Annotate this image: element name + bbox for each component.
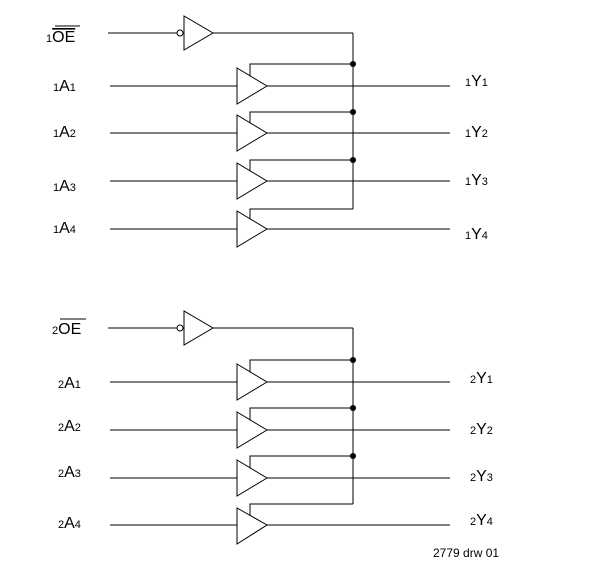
enable-tap-4 — [249, 208, 353, 220]
junction-dot — [350, 109, 356, 115]
input-label-2a1: 2A1 — [58, 375, 81, 392]
input-label-1a2: 1A2 — [53, 124, 76, 141]
input-label-1a1: 1A1 — [53, 78, 76, 95]
output-label-1y2: 1Y2 — [465, 124, 488, 141]
junction-dot — [350, 61, 356, 67]
oe1-buffer — [183, 15, 214, 51]
drawing-id-label: 2779 drw 01 — [433, 546, 499, 560]
input-label-2a3: 2A3 — [58, 464, 81, 481]
junction-dot — [350, 405, 356, 411]
tristate-buffer — [236, 162, 268, 200]
junction-dot — [350, 357, 356, 363]
input-label-1a4: 1A4 — [53, 220, 76, 237]
tristate-buffer — [236, 411, 268, 449]
group-2: 2OE 2A1 2A2 2A3 2A4 2Y1 2Y2 2Y3 2Y4 — [52, 310, 493, 545]
oe1-label: 1OE — [46, 29, 75, 46]
enable-tap-3 — [249, 159, 353, 172]
junction-dot — [350, 157, 356, 163]
input-label-1a3: 1A3 — [53, 178, 76, 195]
tristate-buffer — [236, 363, 268, 401]
output-label-2y4: 2Y4 — [470, 512, 493, 529]
enable-tap-2 — [249, 407, 353, 420]
oe2-label: 2OE — [52, 321, 81, 338]
input-label-2a4: 2A4 — [58, 515, 81, 532]
enable-tap-1 — [249, 63, 353, 76]
output-label-1y1: 1Y1 — [465, 73, 488, 90]
enable-tap-2 — [249, 111, 353, 124]
output-label-2y3: 2Y3 — [470, 468, 493, 485]
tristate-buffer — [236, 67, 268, 105]
tristate-buffer — [236, 114, 268, 152]
input-label-2a2: 2A2 — [58, 418, 81, 435]
enable-tap-3 — [249, 455, 353, 468]
junction-dot — [350, 453, 356, 459]
oe2-inverter-bubble — [176, 324, 184, 332]
group-1: 1OE 1A1 1A2 1A3 1A4 1Y1 1Y2 1Y3 1Y4 — [46, 15, 488, 248]
oe2-buffer — [183, 310, 214, 346]
output-label-2y2: 2Y2 — [470, 421, 493, 438]
enable-tap-1 — [249, 359, 353, 372]
tristate-buffer — [236, 459, 268, 497]
tristate-buffer — [236, 210, 268, 248]
output-label-2y1: 2Y1 — [470, 370, 493, 387]
oe1-inverter-bubble — [176, 29, 184, 37]
enable-tap-4 — [249, 503, 353, 516]
output-label-1y4: 1Y4 — [465, 226, 488, 243]
output-label-1y3: 1Y3 — [465, 172, 488, 189]
tristate-buffer — [236, 507, 268, 545]
